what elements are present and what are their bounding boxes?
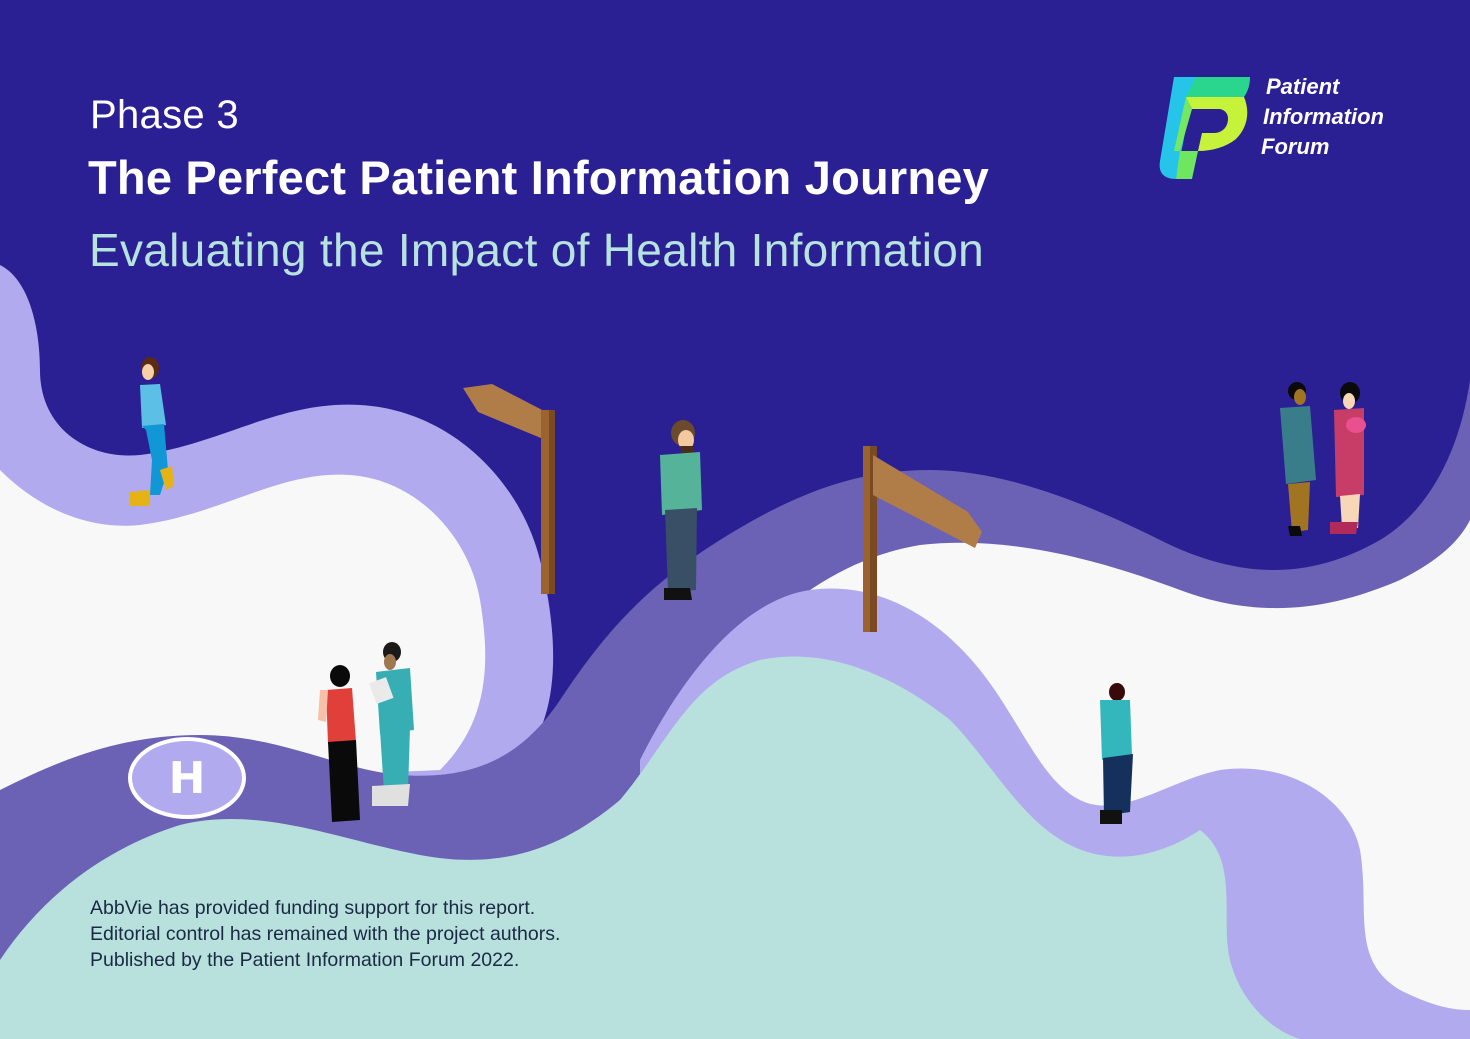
- report-title: The Perfect Patient Information Journey: [88, 151, 989, 204]
- hospital-icon: H: [128, 737, 246, 819]
- pif-logo-mark-icon: [1159, 77, 1250, 179]
- walking-nurse-figure: [130, 357, 174, 506]
- white-land-left: [0, 470, 486, 790]
- hospital-letter: H: [168, 752, 206, 804]
- mint-land: [0, 656, 1300, 1039]
- pif-logo: Patient Information Forum: [1156, 72, 1416, 182]
- logo-line-information: Information: [1263, 104, 1384, 129]
- disclaimer-line-publisher: Published by the Patient Information For…: [90, 949, 520, 971]
- nurse-with-clipboard-figure: [369, 642, 414, 806]
- mother-with-baby-figure: [1330, 382, 1366, 534]
- standing-man-figure: [660, 420, 702, 600]
- pregnant-woman-figure: [1280, 382, 1316, 536]
- phase-label: Phase 3: [90, 93, 239, 137]
- logo-line-forum: Forum: [1261, 134, 1330, 159]
- signpost-right-icon: [863, 446, 982, 632]
- funding-disclaimer: AbbVie has provided funding support for …: [90, 895, 560, 973]
- report-subtitle: Evaluating the Impact of Health Informat…: [89, 224, 985, 276]
- pif-logo-text: Patient Information Forum: [1261, 72, 1384, 162]
- disclaimer-line-funding: AbbVie has provided funding support for …: [90, 897, 536, 919]
- signpost-left-icon: [463, 384, 555, 594]
- patient-woman-figure: [318, 665, 360, 822]
- disclaimer-line-editorial: Editorial control has remained with the …: [90, 923, 561, 945]
- logo-line-patient: Patient: [1266, 74, 1340, 99]
- walking-man-figure: [1100, 683, 1133, 824]
